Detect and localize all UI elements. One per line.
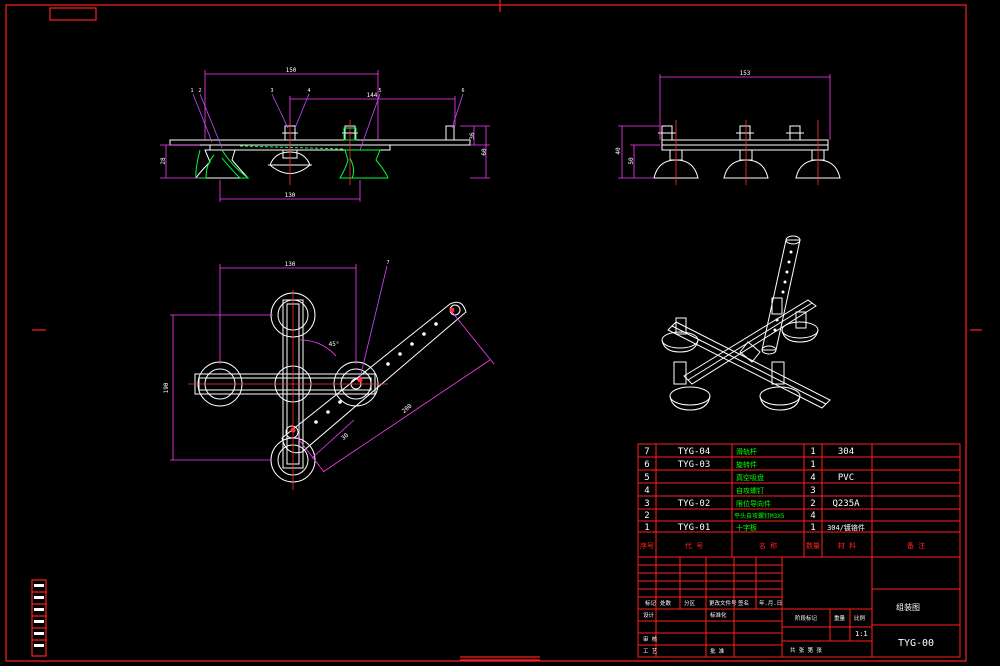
svg-text:1: 1 xyxy=(810,447,815,457)
side-view: 153 40 50 xyxy=(615,70,841,185)
svg-text:比例: 比例 xyxy=(854,614,866,622)
svg-text:PVC: PVC xyxy=(838,473,854,483)
svg-text:自攻螺钉: 自攻螺钉 xyxy=(736,486,764,495)
front-dim-mid: 144 xyxy=(367,92,378,99)
title-block-labels: 标记 处数 分区 更改文件号 签名 年.月.日 设计 标准化 阶段标记 重量 比… xyxy=(643,599,934,655)
svg-text:标记: 标记 xyxy=(645,599,657,607)
balloon-2: 2 xyxy=(198,88,201,94)
svg-text:材 料: 材 料 xyxy=(838,541,856,550)
front-dim-left: 28 xyxy=(160,157,167,165)
side-dim-top: 153 xyxy=(740,70,751,77)
svg-text:数量: 数量 xyxy=(806,541,820,550)
drawing-frame xyxy=(5,0,982,662)
plan-dim-width: 130 xyxy=(285,261,296,268)
bom-row-5: 5 真空吸盘 4 PVC xyxy=(644,473,854,483)
svg-text:4: 4 xyxy=(810,473,815,483)
svg-text:更改文件号: 更改文件号 xyxy=(709,599,737,607)
front-dim-top: 150 xyxy=(286,67,297,74)
svg-text:十字板: 十字板 xyxy=(736,523,757,532)
front-dim-right2: 60 xyxy=(481,148,488,156)
svg-text:7: 7 xyxy=(644,447,649,457)
svg-text:304: 304 xyxy=(838,447,854,457)
svg-text:5: 5 xyxy=(644,473,649,483)
svg-text:共 张 第 张: 共 张 第 张 xyxy=(790,646,822,654)
bom-table xyxy=(637,443,961,558)
balloon-4: 4 xyxy=(307,88,310,94)
svg-text:TYG-02: TYG-02 xyxy=(678,499,711,509)
svg-text:TYG-04: TYG-04 xyxy=(678,447,711,457)
plan-dim-height: 190 xyxy=(163,382,170,393)
svg-text:处数: 处数 xyxy=(660,599,672,607)
side-strip-marks xyxy=(34,584,44,647)
svg-text:限位导向件: 限位导向件 xyxy=(736,499,771,508)
bom-row-2: 2 平头自攻螺钉M3X5 4 xyxy=(644,511,815,521)
svg-text:组装图: 组装图 xyxy=(896,602,920,612)
svg-text:304/镀铬件: 304/镀铬件 xyxy=(827,523,865,532)
svg-text:TYG-03: TYG-03 xyxy=(678,460,711,470)
svg-text:平头自攻螺钉M3X5: 平头自攻螺钉M3X5 xyxy=(734,512,785,520)
svg-text:6: 6 xyxy=(644,460,649,470)
svg-text:分区: 分区 xyxy=(684,599,696,607)
svg-text:设计: 设计 xyxy=(643,611,655,619)
isometric-view xyxy=(661,235,831,411)
svg-text:年.月.日: 年.月.日 xyxy=(759,599,782,607)
svg-text:名 称: 名 称 xyxy=(759,541,777,550)
front-view: 150 144 130 28 36 60 1 2 3 4 5 6 xyxy=(160,67,490,202)
balloon-3: 3 xyxy=(270,88,273,94)
bom-row-3: 3 TYG-02 限位导向件 2 Q235A xyxy=(644,499,860,509)
balloon-5: 5 xyxy=(378,88,381,94)
svg-text:TYG-00: TYG-00 xyxy=(898,638,934,649)
title-block xyxy=(637,556,961,658)
bom-row-4: 4 自攻螺钉 3 xyxy=(644,486,815,496)
svg-text:审 核: 审 核 xyxy=(643,635,658,643)
svg-text:4: 4 xyxy=(644,486,649,496)
balloon-7: 7 xyxy=(386,260,389,266)
svg-text:3: 3 xyxy=(644,499,649,509)
svg-text:2: 2 xyxy=(810,499,815,509)
svg-text:1: 1 xyxy=(810,523,815,533)
plan-dim-arm-long: 200 xyxy=(401,402,414,415)
svg-text:标准化: 标准化 xyxy=(710,611,727,619)
svg-text:重量: 重量 xyxy=(834,614,846,622)
bom-rows: 7 TYG-04 滑轨杆 1 304 6 TYG-03 旋转件 1 5 真空吸盘… xyxy=(640,447,925,550)
side-dim-left2: 50 xyxy=(628,157,635,165)
svg-text:2: 2 xyxy=(644,511,649,521)
svg-text:备 注: 备 注 xyxy=(907,541,925,550)
bom-row-1: 1 TYG-01 十字板 1 304/镀铬件 xyxy=(644,523,865,533)
svg-text:代 号: 代 号 xyxy=(685,541,703,550)
svg-text:4: 4 xyxy=(810,511,815,521)
balloon-6: 6 xyxy=(461,88,464,94)
svg-text:阶段标记: 阶段标记 xyxy=(795,614,818,622)
svg-text:Q235A: Q235A xyxy=(832,499,860,509)
svg-text:1: 1 xyxy=(810,460,815,470)
svg-text:工 艺: 工 艺 xyxy=(643,648,658,655)
side-dim-left1: 40 xyxy=(615,147,622,155)
front-dim-right1: 36 xyxy=(469,132,476,140)
svg-text:TYG-01: TYG-01 xyxy=(678,523,711,533)
plan-dim-angle: 45° xyxy=(329,341,340,348)
svg-text:真空吸盘: 真空吸盘 xyxy=(736,473,764,482)
front-dim-bottom: 130 xyxy=(285,192,296,199)
svg-text:1: 1 xyxy=(644,523,649,533)
bom-header: 序号 代 号 名 称 数量 材 料 备 注 xyxy=(640,541,925,550)
bom-row-7: 7 TYG-04 滑轨杆 1 304 xyxy=(644,447,854,457)
svg-text:批 准: 批 准 xyxy=(710,647,725,655)
bom-row-6: 6 TYG-03 旋转件 1 xyxy=(644,460,815,470)
svg-text:序号: 序号 xyxy=(640,541,654,550)
svg-text:签名: 签名 xyxy=(738,599,749,607)
plan-view: 130 190 45° 30 200 7 xyxy=(163,260,495,490)
plan-dim-arm-short: 30 xyxy=(340,432,350,442)
svg-text:3: 3 xyxy=(810,486,815,496)
svg-text:旋转件: 旋转件 xyxy=(736,460,757,469)
svg-text:1:1: 1:1 xyxy=(855,630,868,638)
svg-text:滑轨杆: 滑轨杆 xyxy=(736,447,757,456)
balloon-1: 1 xyxy=(190,88,193,94)
